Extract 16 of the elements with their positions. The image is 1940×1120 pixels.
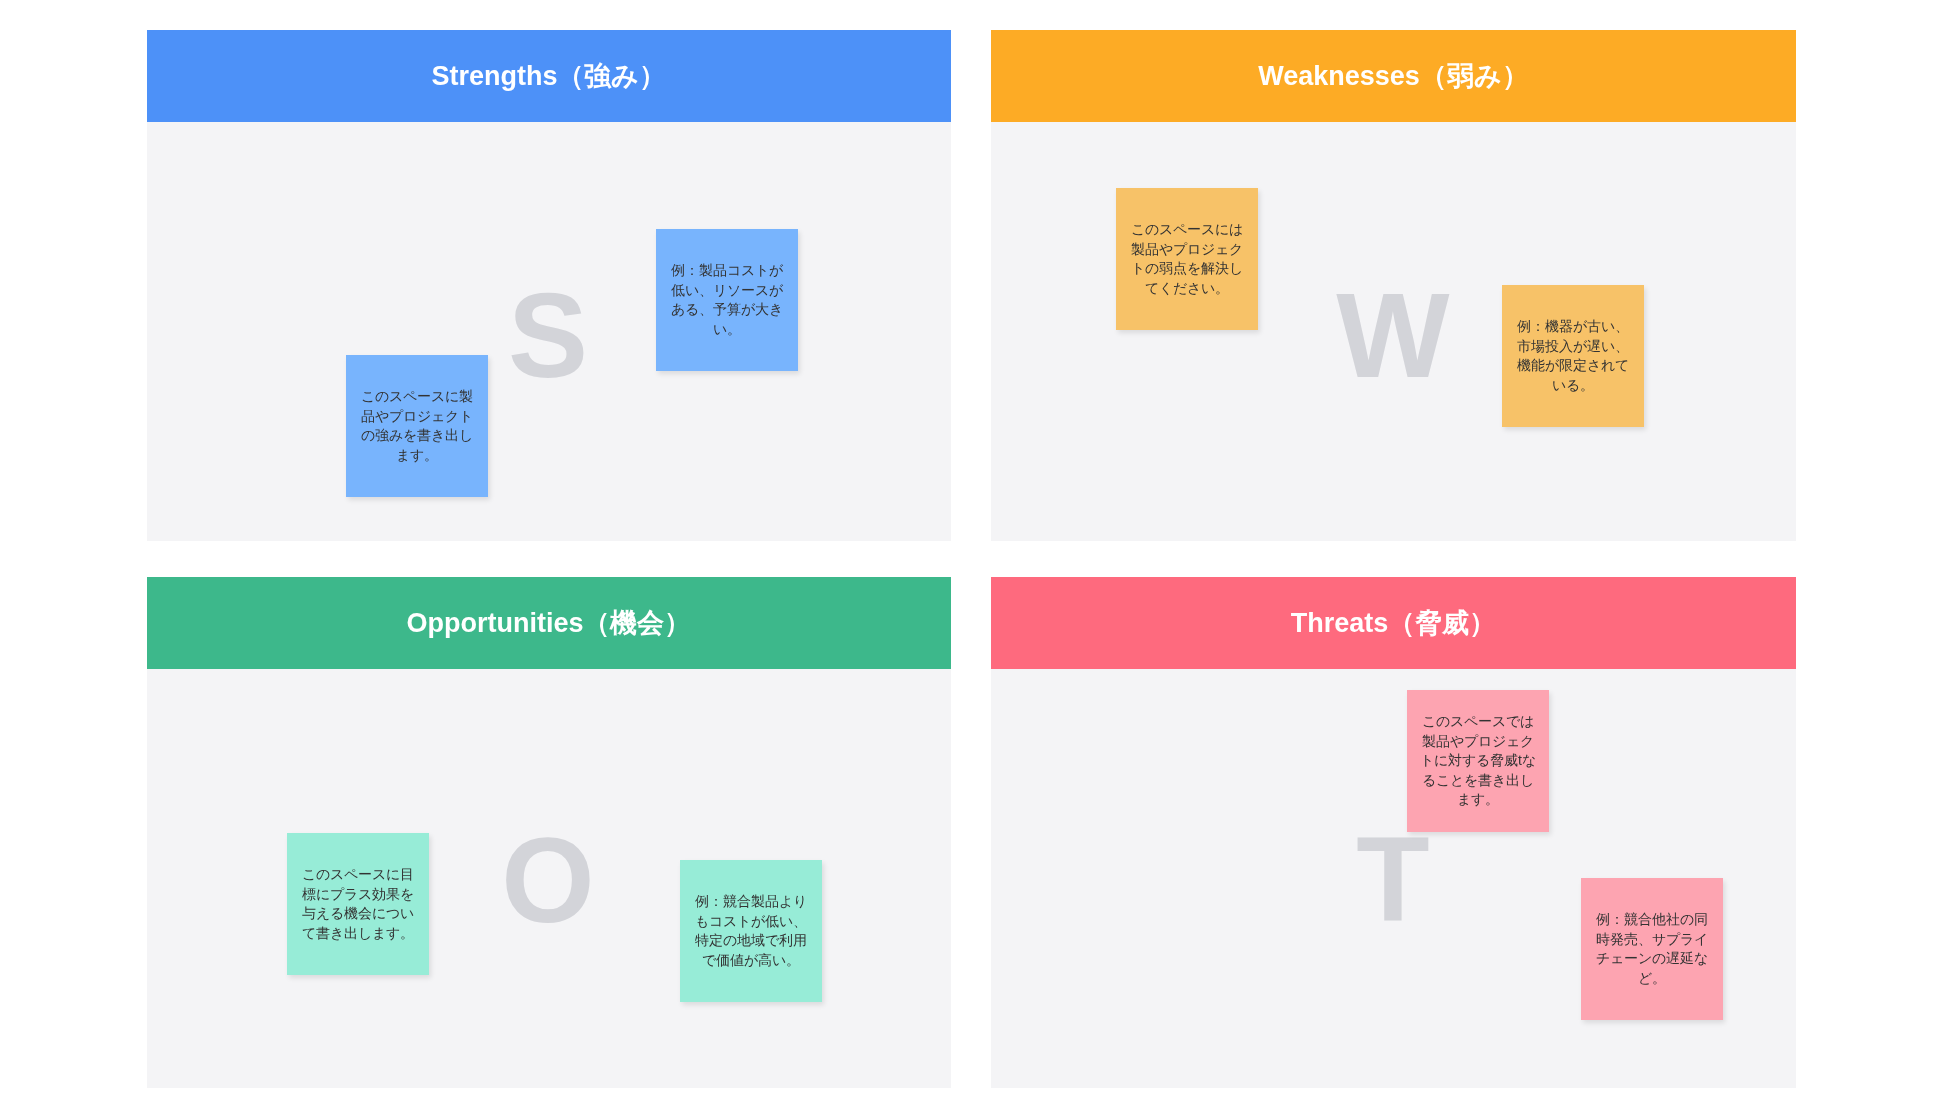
quadrant-panel bbox=[991, 577, 1796, 1088]
quadrant-panel bbox=[147, 30, 951, 541]
quadrant-heading: Strengths（強み） bbox=[147, 30, 951, 122]
quadrant-heading: Weaknesses（弱み） bbox=[991, 30, 1796, 122]
sticky-note: 例：競合他社の同時発売、サプライチェーンの遅延など。 bbox=[1581, 878, 1723, 1020]
sticky-note: このスペースには製品やプロジェクトの弱点を解決してください。 bbox=[1116, 188, 1258, 330]
quadrant-heading: Opportunities（機会） bbox=[147, 577, 951, 669]
quadrant-panel bbox=[147, 577, 951, 1088]
quadrant-panel bbox=[991, 30, 1796, 541]
quadrant-heading: Threats（脅威） bbox=[991, 577, 1796, 669]
sticky-note: このスペースでは製品やプロジェクトに対する脅威tなることを書き出します。 bbox=[1407, 690, 1549, 832]
sticky-note: このスペースに製品やプロジェクトの強みを書き出します。 bbox=[346, 355, 488, 497]
sticky-note: このスペースに目標にプラス効果を与える機会について書き出します。 bbox=[287, 833, 429, 975]
sticky-note: 例：競合製品よりもコストが低い、特定の地域で利用で価値が高い。 bbox=[680, 860, 822, 1002]
sticky-note: 例：製品コストが低い、リソースがある、予算が大きい。 bbox=[656, 229, 798, 371]
sticky-note: 例：機器が古い、市場投入が遅い、機能が限定されている。 bbox=[1502, 285, 1644, 427]
